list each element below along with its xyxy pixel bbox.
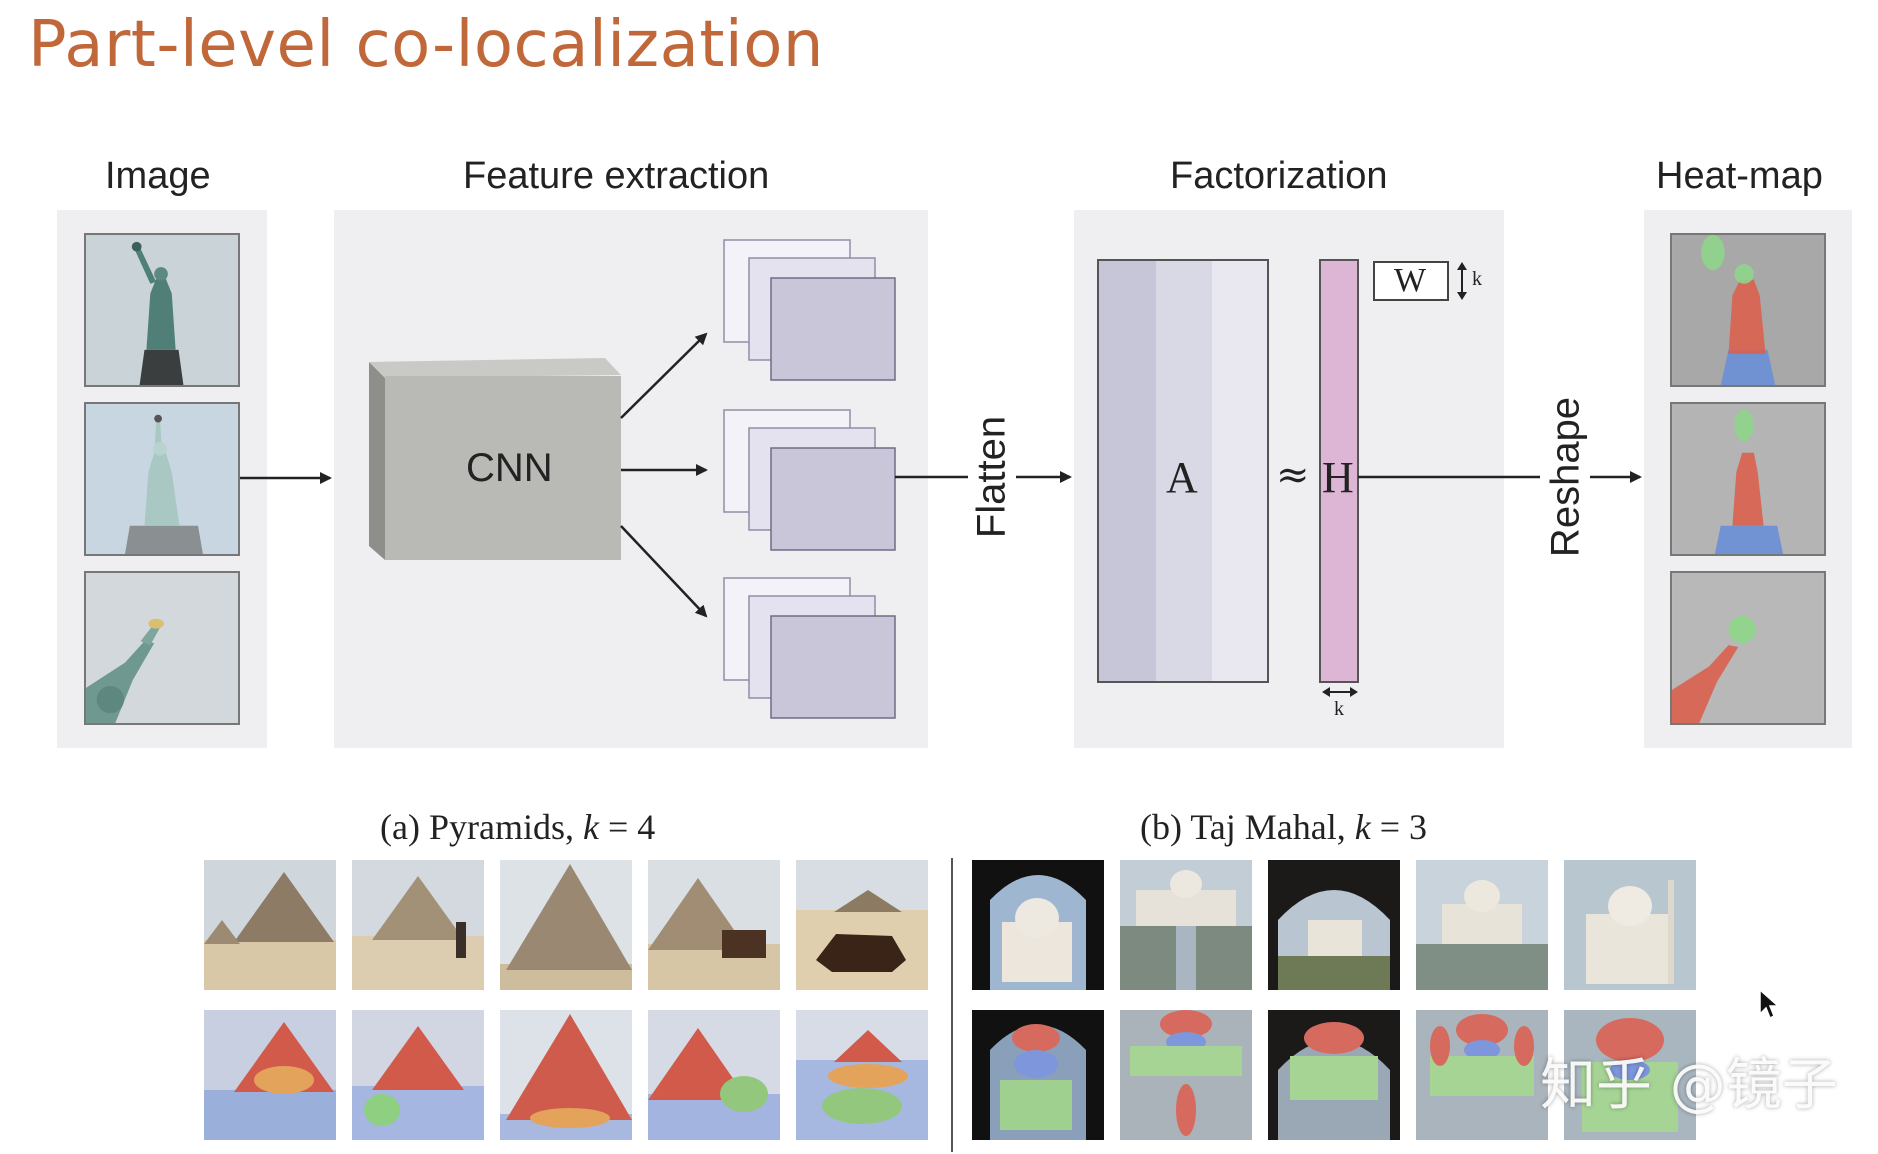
feature-extraction-panel (334, 210, 928, 748)
cnn-label: CNN (466, 446, 553, 490)
tajmahal-image-4 (1416, 860, 1548, 990)
pyramid-image-4 (648, 860, 780, 990)
heatmap-image-2 (1670, 402, 1826, 556)
matrix-a-label: A (1166, 453, 1198, 502)
pyramid-image-5 (796, 860, 928, 990)
pyramid-image-2 (352, 860, 484, 990)
pyramids-caption-suffix: = 4 (598, 807, 656, 847)
pyramid-heatmap-1 (204, 1010, 336, 1140)
tajmahal-caption-prefix: (b) Taj Mahal, (1140, 807, 1355, 847)
tajmahal-heatmap-1 (972, 1010, 1104, 1140)
pyramid-heatmap-2 (352, 1010, 484, 1140)
matrix-w-label: W (1394, 262, 1427, 299)
pyramids-caption-var: k (582, 807, 599, 847)
input-image-3 (84, 571, 240, 725)
slide-title: Part-level co-localization (28, 8, 824, 82)
flatten-label: Flatten (969, 415, 1014, 539)
heatmap-image-3 (1670, 571, 1826, 725)
tajmahal-caption-var: k (1354, 807, 1371, 847)
pyramids-caption-prefix: (a) Pyramids, (380, 807, 583, 847)
image-section-label: Image (105, 155, 211, 197)
pedestal-shape (139, 349, 184, 385)
tajmahal-heatmap-5 (1564, 1010, 1696, 1140)
watermark: 知乎 @镜子 (1540, 1053, 1838, 1118)
factorization-label: Factorization (1170, 155, 1388, 197)
h-dimension-label: k (1334, 698, 1344, 720)
heatmap-image-1 (1670, 233, 1826, 387)
tajmahal-heatmap-4 (1416, 1010, 1548, 1140)
input-image-1 (84, 233, 240, 387)
tajmahal-image-1 (972, 860, 1104, 990)
tajmahal-image-5 (1564, 860, 1696, 990)
tajmahal-image-3 (1268, 860, 1400, 990)
pyramid-image-1 (204, 860, 336, 990)
tajmahal-caption-suffix: = 3 (1370, 807, 1428, 847)
pyramid-heatmap-3 (500, 1010, 632, 1140)
tajmahal-heatmap-3 (1268, 1010, 1400, 1140)
reshape-label: Reshape (1543, 396, 1588, 558)
statue-body-shape (146, 278, 176, 350)
mouse-cursor-icon (1759, 988, 1780, 1020)
pyramids-caption: (a) Pyramids, k = 4 (380, 806, 655, 848)
pyramid-image-3 (500, 860, 632, 990)
heatmap-label: Heat-map (1656, 155, 1823, 197)
w-dimension-label: k (1472, 268, 1482, 290)
pyramid-heatmap-5 (796, 1010, 928, 1140)
input-image-2 (84, 402, 240, 556)
feature-extraction-label: Feature extraction (463, 155, 770, 197)
approx-symbol: ≈ (1276, 452, 1310, 498)
tajmahal-heatmap-2 (1120, 1010, 1252, 1140)
tajmahal-image-2 (1120, 860, 1252, 990)
matrix-h-label: H (1322, 453, 1354, 502)
pyramid-heatmap-4 (648, 1010, 780, 1140)
tajmahal-caption: (b) Taj Mahal, k = 3 (1140, 806, 1427, 848)
